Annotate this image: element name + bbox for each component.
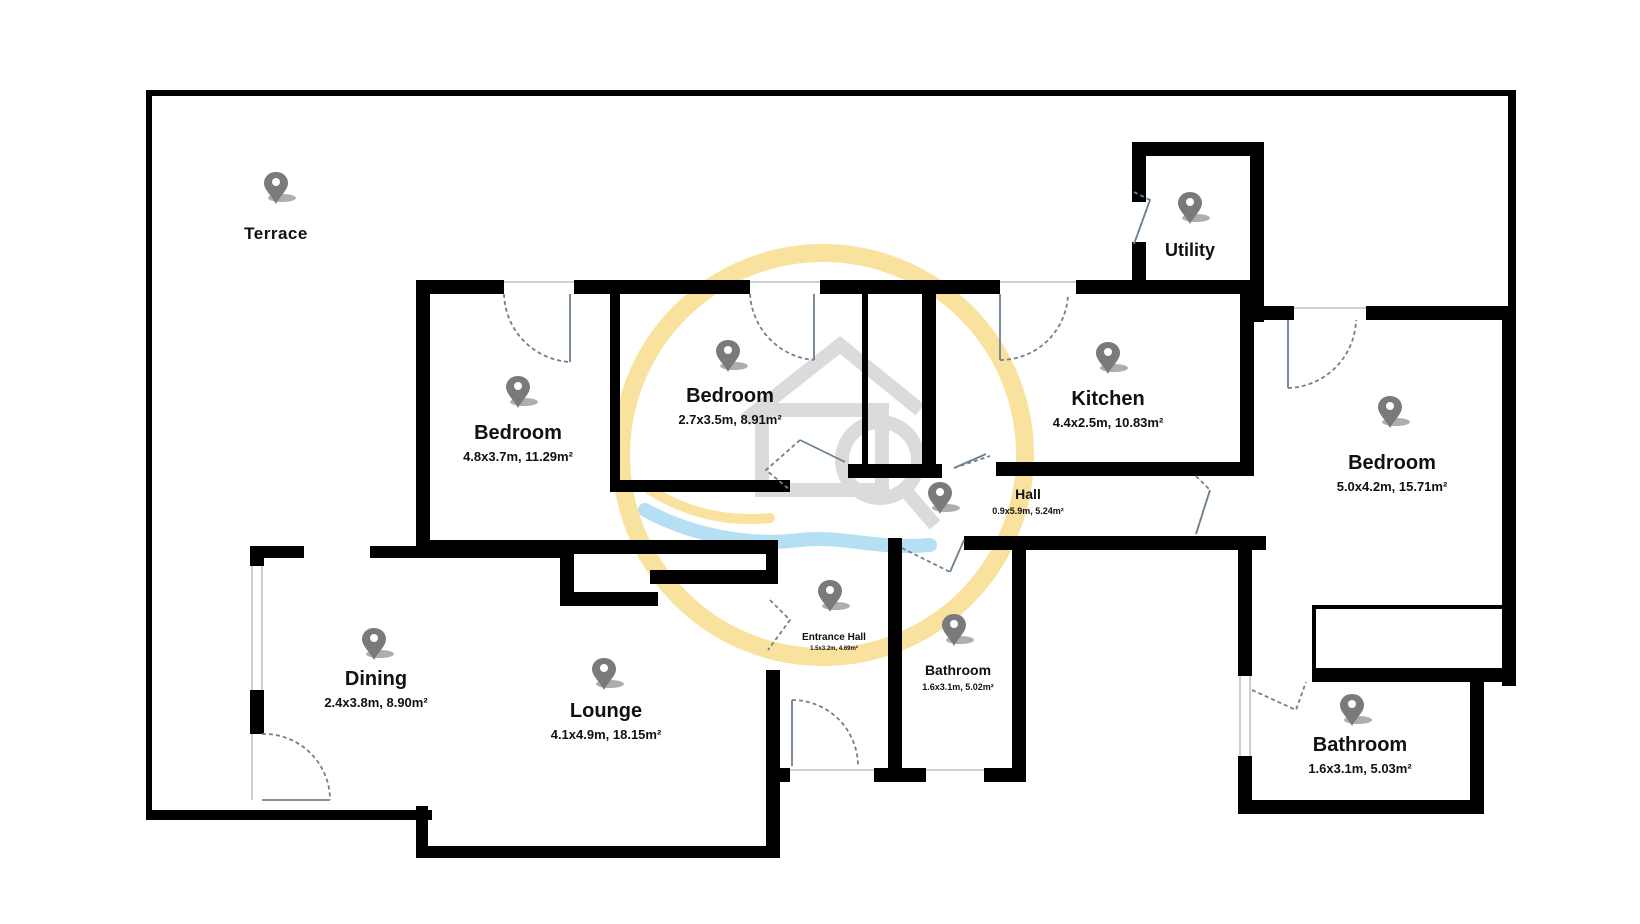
room-label-bedroom-2: Bedroom 2.7x3.5m, 8.91m²	[678, 385, 781, 427]
room-label-kitchen: Kitchen 4.4x2.5m, 10.83m²	[1053, 388, 1164, 430]
room-name: Lounge	[569, 700, 643, 722]
room-dimensions: 1.6x3.1m, 5.02m²	[922, 682, 994, 692]
map-pin-icon	[818, 580, 850, 612]
room-dimensions: 1.5x3.2m, 4.69m²	[810, 646, 858, 652]
room-label-hall: Hall 0.9x5.9m, 5.24m²	[992, 486, 1064, 516]
room-label-bathroom-1: Bathroom 1.6x3.1m, 5.02m²	[922, 662, 994, 692]
room-label-bathroom-2: Bathroom 1.6x3.1m, 5.03m²	[1308, 734, 1411, 776]
room-dimensions: 4.1x4.9m, 18.15m²	[550, 727, 662, 742]
map-pin-icon	[506, 376, 538, 408]
room-dimensions: 2.4x3.8m, 8.90m²	[324, 695, 428, 710]
room-dimensions: 2.7x3.5m, 8.91m²	[678, 412, 782, 427]
map-pin-icon	[716, 340, 748, 372]
room-name: Bedroom	[474, 422, 562, 444]
room-dimensions: 1.6x3.1m, 5.03m²	[1308, 761, 1412, 776]
room-name: Utility	[1164, 240, 1216, 260]
room-name: Bedroom	[686, 385, 774, 407]
watermark-logo	[612, 244, 1034, 666]
room-name: Entrance Hall	[802, 632, 866, 643]
map-pin-icon	[362, 628, 394, 660]
map-pin-icon	[1096, 342, 1128, 374]
room-name: Dining	[344, 668, 408, 690]
map-pin-icon	[1378, 396, 1410, 428]
map-pin-icon	[264, 172, 296, 204]
map-pin-icon	[942, 614, 974, 646]
doors	[261, 191, 1357, 801]
room-name: Kitchen	[1071, 388, 1145, 410]
room-name: Bathroom	[1312, 734, 1408, 756]
walls	[146, 90, 1516, 858]
room-label-entrance-hall: Entrance Hall 1.5x3.2m, 4.69m²	[802, 632, 866, 652]
map-pin-icon	[592, 658, 624, 690]
room-dimensions: 4.8x3.7m, 11.29m²	[463, 449, 573, 464]
room-name: Bathroom	[924, 662, 992, 678]
room-dimensions: 5.0x4.2m, 15.71m²	[1336, 479, 1448, 494]
windows	[251, 281, 1366, 800]
room-name: Terrace	[244, 224, 308, 243]
room-label-utility: Utility	[1165, 240, 1215, 261]
room-label-terrace: Terrace	[244, 224, 308, 244]
map-pin-icon	[1340, 694, 1372, 726]
room-label-bedroom-3: Bedroom 5.0x4.2m, 15.71m²	[1337, 452, 1448, 494]
room-name: Bedroom	[1348, 452, 1436, 474]
room-dimensions: 0.9x5.9m, 5.24m²	[992, 506, 1064, 516]
room-label-bedroom-1: Bedroom 4.8x3.7m, 11.29m²	[463, 422, 573, 464]
room-label-lounge: Lounge 4.1x4.9m, 18.15m²	[551, 700, 662, 742]
room-name: Hall	[1015, 486, 1041, 502]
map-pin-icon	[928, 482, 960, 514]
room-dimensions: 4.4x2.5m, 10.83m²	[1052, 415, 1164, 430]
room-label-dining: Dining 2.4x3.8m, 8.90m²	[324, 668, 427, 710]
map-pin-icon	[1178, 192, 1210, 224]
